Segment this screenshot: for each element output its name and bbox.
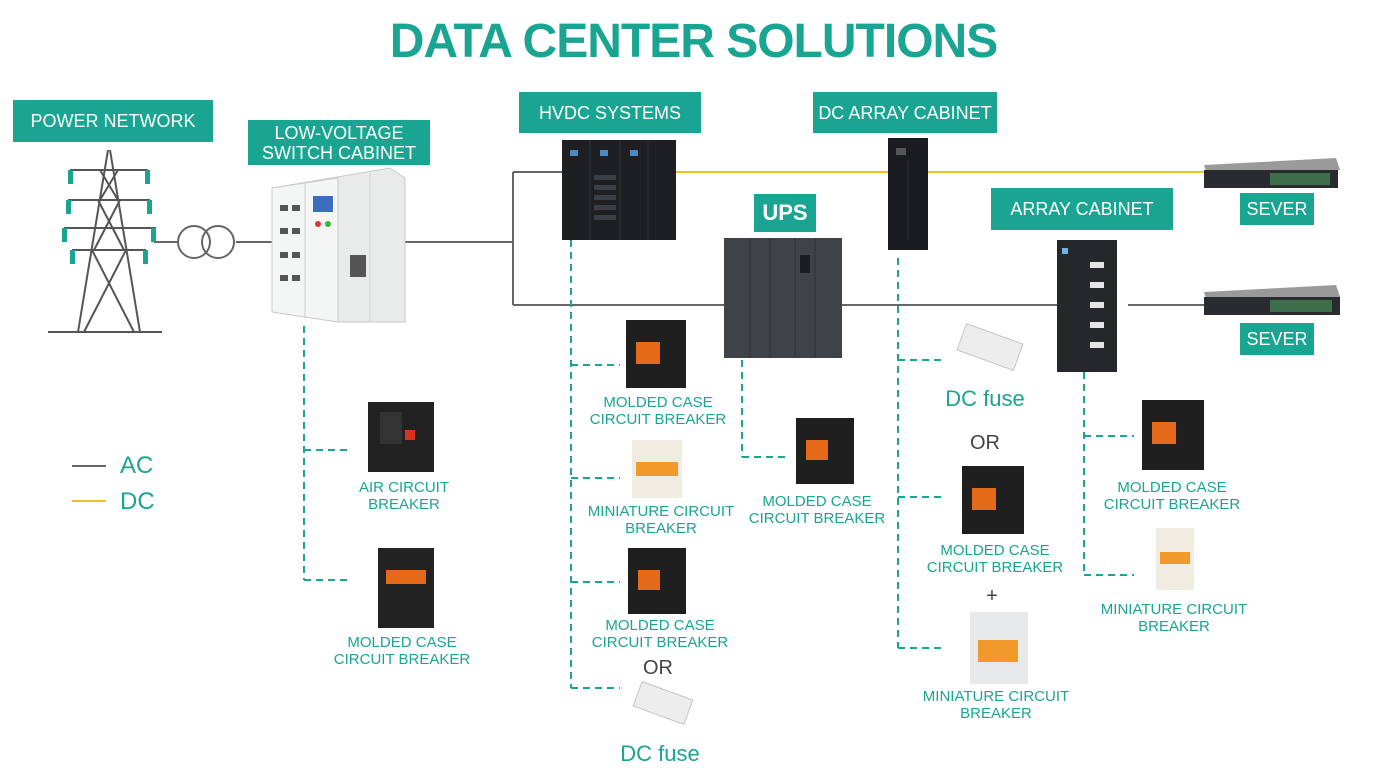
dca-mcb-image [970, 612, 1028, 684]
label-lv-mccb: MOLDED CASE CIRCUIT BREAKER [325, 634, 479, 668]
label-line: MINIATURE CIRCUIT [587, 503, 735, 520]
hvdc-system-image [562, 140, 676, 240]
tag-array-cabinet: ARRAY CABINET [991, 188, 1173, 230]
label-line: CIRCUIT BREAKER [589, 411, 727, 428]
server-2-image [1204, 285, 1340, 315]
label-line: AIR CIRCUIT [359, 479, 449, 496]
label-line: CIRCUIT BREAKER [748, 510, 886, 527]
label-line: MOLDED CASE [605, 617, 715, 634]
hvdc-fuse-image [632, 680, 694, 726]
label-ac-mcb: MINIATURE CIRCUIT BREAKER [1092, 601, 1256, 635]
label-dca-fuse: DC fuse [945, 386, 1025, 411]
label-hvdc-mccb-b: MOLDED CASE CIRCUIT BREAKER [584, 617, 736, 651]
tag-server-2: SEVER [1240, 323, 1314, 355]
lv-switch-cabinet-image [271, 167, 406, 323]
ups-image [724, 238, 842, 358]
legend-ac-label: AC [120, 452, 154, 479]
ac-wires [154, 171, 1206, 306]
hvdc-mccb-b-image [628, 548, 686, 614]
label-line: CIRCUIT BREAKER [591, 634, 729, 651]
label-line: MOLDED CASE [347, 634, 457, 651]
server-1-image [1204, 158, 1340, 188]
dca-mccb-image [962, 466, 1024, 534]
tag-lv-switch-line2: SWITCH CABINET [261, 142, 416, 163]
tag-hvdc-systems: HVDC SYSTEMS [519, 92, 701, 133]
label-hvdc-mccb-a: MOLDED CASE CIRCUIT BREAKER [582, 394, 734, 428]
dca-or-text: OR [970, 432, 1000, 454]
tag-lv-switch-cabinet: LOW-VOLTAGE SWITCH CABINET [248, 120, 430, 165]
transformer-icon [177, 225, 235, 259]
label-line: MOLDED CASE [1117, 479, 1227, 496]
tag-power-network: POWER NETWORK [13, 100, 213, 142]
label-line: CIRCUIT BREAKER [333, 651, 471, 668]
label-hvdc-mcb: MINIATURE CIRCUIT BREAKER [582, 503, 740, 537]
power-tower-icon [48, 149, 162, 333]
label-line: MINIATURE CIRCUIT [922, 688, 1070, 705]
dc-array-cabinet-image [888, 138, 928, 250]
label-line: MOLDED CASE [940, 542, 1050, 559]
tag-server-1: SEVER [1240, 193, 1314, 225]
dca-fuse-image [956, 322, 1024, 372]
ac-mccb-image [1142, 400, 1204, 470]
label-ups-mccb: MOLDED CASE CIRCUIT BREAKER [741, 493, 893, 527]
array-cabinet-image [1057, 240, 1117, 372]
ac-mcb-image [1156, 528, 1194, 590]
label-line: CIRCUIT BREAKER [1103, 496, 1241, 513]
tag-lv-switch-line1: LOW-VOLTAGE [274, 122, 404, 143]
lv-mccb-image [378, 548, 434, 628]
label-line: BREAKER [960, 705, 1032, 722]
label-dca-mcb: MINIATURE CIRCUIT BREAKER [914, 688, 1078, 722]
label-ac-mccb: MOLDED CASE CIRCUIT BREAKER [1096, 479, 1248, 513]
ups-mccb-image [796, 418, 854, 484]
label-line: BREAKER [625, 520, 697, 537]
label-line: BREAKER [1138, 618, 1210, 635]
label-line: CIRCUIT BREAKER [926, 559, 1064, 576]
dca-plus-text: + [986, 585, 998, 607]
tag-ups: UPS [754, 194, 816, 232]
branch-lines [303, 240, 1134, 689]
hvdc-or-text: OR [643, 657, 673, 679]
legend-dc-label: DC [120, 488, 155, 515]
hvdc-mcb-image [632, 440, 682, 498]
label-hvdc-fuse: DC fuse [620, 741, 700, 766]
hvdc-mccb-a-image [626, 320, 686, 388]
tag-dc-array-cabinet: DC ARRAY CABINET [813, 92, 997, 133]
label-dca-mccb: MOLDED CASE CIRCUIT BREAKER [919, 542, 1071, 576]
label-line: MOLDED CASE [603, 394, 713, 411]
page-title: DATA CENTER SOLUTIONS [389, 15, 998, 68]
label-line: BREAKER [368, 496, 440, 513]
label-line: MOLDED CASE [762, 493, 872, 510]
air-circuit-breaker-image [368, 402, 434, 472]
label-lv-air-breaker: AIR CIRCUIT BREAKER [330, 479, 478, 513]
label-line: MINIATURE CIRCUIT [1100, 601, 1248, 618]
